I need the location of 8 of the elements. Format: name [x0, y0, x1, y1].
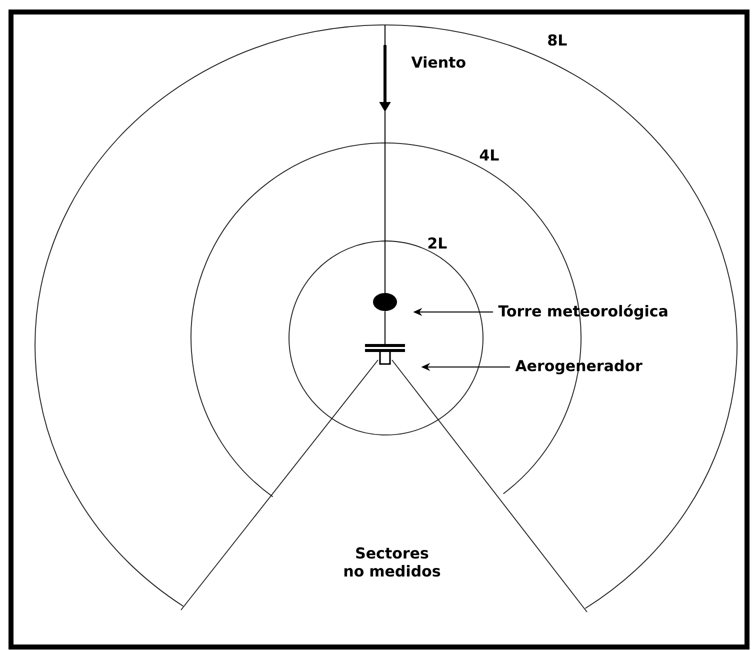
- text-label: 2L: [428, 237, 447, 249]
- text-label: 8L: [548, 34, 567, 46]
- text-label: 4L: [480, 150, 499, 160]
- mast-dot: [373, 292, 397, 311]
- text-label: Viento: [411, 56, 466, 68]
- mast-line: [384, 310, 386, 346]
- text-label: Sectores no medidos: [344, 547, 440, 577]
- turbine-drawing: [365, 344, 405, 365]
